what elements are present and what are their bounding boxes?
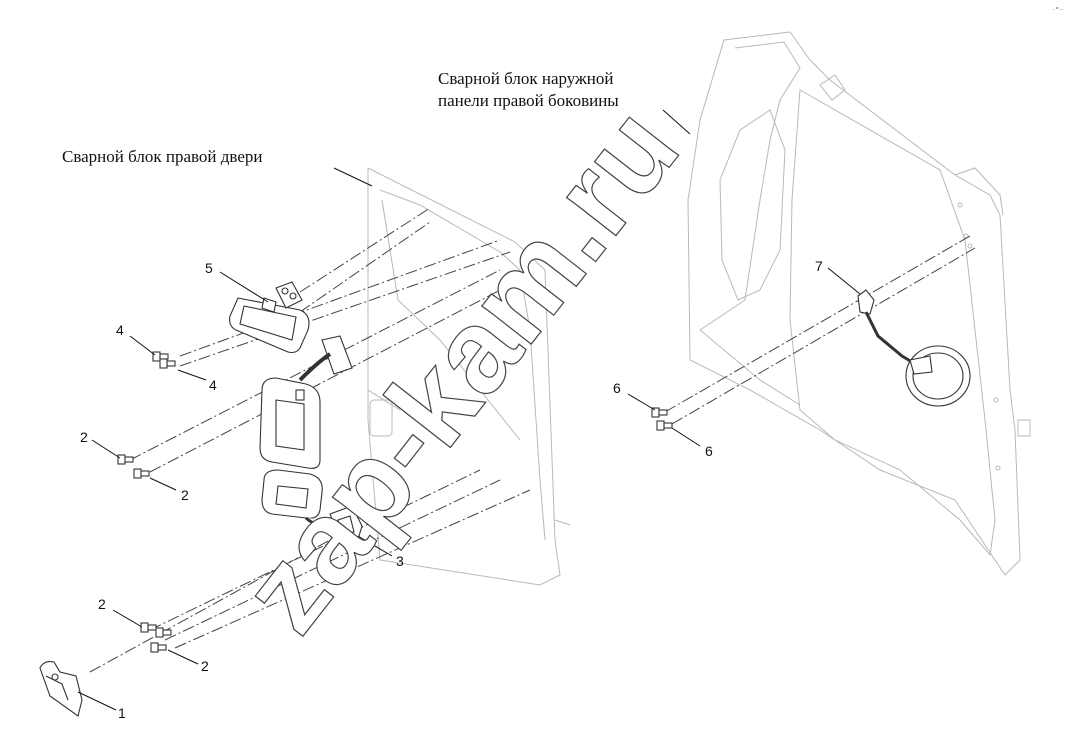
bolt-2e	[150, 642, 167, 653]
watermark: zap-kam.ru	[216, 84, 704, 656]
callout-2d: 2	[201, 658, 209, 674]
callout-6b: 6	[705, 443, 713, 459]
callout-4a: 4	[116, 322, 124, 338]
callout-5: 5	[205, 260, 213, 276]
bolt-4b	[159, 358, 176, 369]
door-drawing	[367, 167, 571, 586]
side-panel-drawing	[687, 31, 1031, 576]
callout-4b: 4	[209, 377, 217, 393]
callout-6a: 6	[613, 380, 621, 396]
corner-mark: .∘..	[1053, 5, 1063, 12]
callout-2a: 2	[80, 429, 88, 445]
bolt-2b	[133, 468, 150, 479]
callout-7: 7	[815, 258, 823, 274]
bolt-2a	[117, 454, 134, 465]
bolt-2c	[140, 622, 157, 633]
mirror-part-7	[857, 289, 971, 407]
callout-2c: 2	[98, 596, 106, 612]
callout-3: 3	[396, 553, 404, 569]
callout-1: 1	[118, 705, 126, 721]
callout-2b: 2	[181, 487, 189, 503]
bolt-6a	[651, 407, 668, 418]
side-panel-label: Сварной блок наружной панели правой боко…	[438, 69, 619, 110]
bolt-2d	[155, 627, 172, 638]
mirror-part-5	[229, 281, 310, 354]
cover-part-1	[39, 661, 83, 717]
leader-lines	[77, 109, 861, 711]
door-label: Сварной блок правой двери	[62, 147, 263, 166]
callouts: 1 2 2 2 2 3 4 4 5 6 6 7	[80, 258, 823, 721]
bolt-6b	[656, 420, 673, 431]
bolts	[117, 351, 673, 653]
mirror-part-3	[259, 335, 363, 547]
